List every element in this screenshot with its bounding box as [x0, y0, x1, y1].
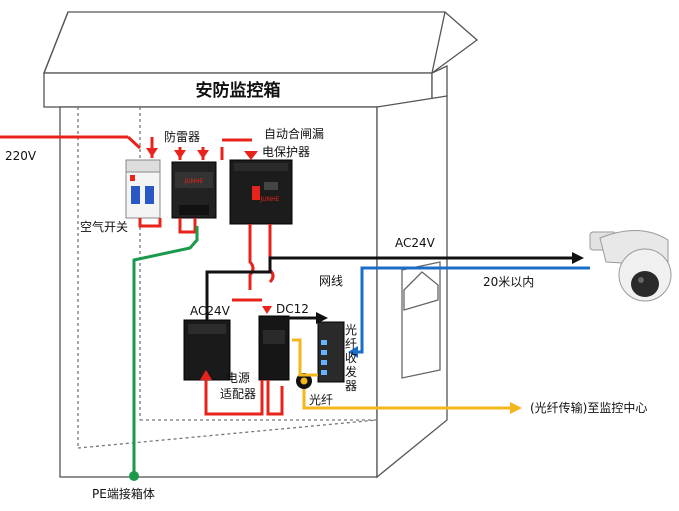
network-arrow [348, 346, 358, 358]
network-wire [356, 266, 590, 354]
cabinet-roof [43, 11, 479, 74]
label-pe-ground: PE端接箱体 [92, 486, 155, 501]
label-fiber: 光纤 [309, 393, 333, 407]
fiber-transceiver-device [317, 321, 345, 383]
power-arrows [146, 148, 272, 380]
cabinet-title: 安防监控箱 [196, 80, 281, 101]
fiber-arrow [510, 402, 522, 414]
ac24v-transformer-device [183, 319, 231, 381]
power-adapter-device [258, 315, 290, 381]
cabinet-title-band [43, 72, 433, 108]
label-220v: 220V [5, 149, 37, 163]
label-leakage-protector-line2: 电保护器 [262, 145, 310, 159]
ac24v-wire [205, 256, 572, 320]
cabinet-front [59, 106, 378, 478]
ac24v-arrow [572, 252, 584, 264]
dc12-arrow [316, 312, 328, 324]
air-switch-device [125, 159, 161, 219]
label-network-cable: 网线 [319, 274, 343, 288]
label-transceiver-char-2: 纤 [345, 337, 357, 351]
label-ac24v-top: AC24V [395, 236, 436, 250]
fiber-connector-icon [296, 373, 312, 389]
leakage-protector-device: JUNHE [229, 159, 293, 225]
ground-wire [132, 226, 199, 475]
dome-camera-icon [589, 229, 672, 302]
label-transceiver-char-4: 发 [345, 364, 357, 379]
label-ac24v-transformer: AC24V [190, 304, 231, 318]
cabinet-side-pocket [401, 261, 441, 379]
surge-protector-device: JUNHE [171, 161, 217, 219]
cabinet-side [376, 95, 448, 479]
fiber-wire [292, 338, 510, 410]
label-adapter-line2: 适配器 [220, 387, 256, 401]
leakage-brand: JUNHE [260, 196, 280, 203]
label-surge-protector: 防雷器 [164, 129, 200, 144]
label-to-center: (光纤传输)至监控中心 [530, 400, 647, 415]
label-adapter-line1: 电源 [226, 371, 250, 385]
label-transceiver-char-5: 器 [345, 379, 357, 393]
label-transceiver-char-3: 收 [345, 351, 357, 365]
label-dc12: DC12 [276, 302, 309, 316]
label-leakage-protector-line1: 自动合闸漏 [264, 126, 324, 141]
label-transceiver-char-1: 光 [345, 323, 357, 337]
ground-point [129, 471, 139, 481]
label-distance: 20米以内 [483, 275, 534, 289]
label-air-switch: 空气开关 [80, 219, 128, 234]
surge-brand: JUNHE [184, 178, 204, 185]
